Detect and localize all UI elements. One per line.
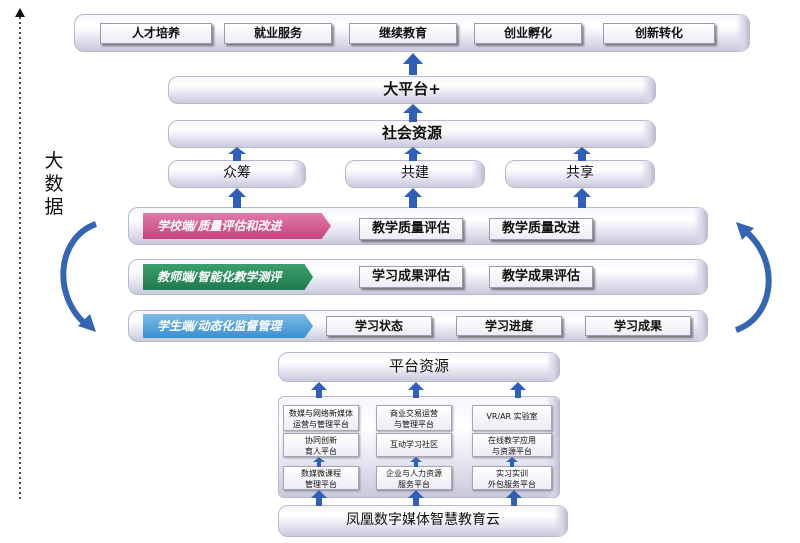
continuing-education-button[interactable]: 继续教育 [349, 23, 457, 44]
axis-arrowhead [15, 8, 25, 17]
teaching-quality-improvement-button[interactable]: 教学质量改进 [489, 218, 593, 240]
up-arrow-icon [506, 490, 522, 506]
up-arrow-icon [228, 188, 246, 208]
startup-incubation-button[interactable]: 创业孵化 [474, 23, 582, 44]
learning-outcome-evaluation-button[interactable]: 学习成果评估 [359, 266, 463, 288]
social-resources-bar [168, 120, 656, 148]
pillar-sharing [505, 160, 655, 188]
platform-resources-bar [278, 352, 560, 382]
school-row-tag: 学校端/质量评估和改进 [143, 213, 331, 239]
up-arrow-icon [311, 382, 327, 398]
resource-box: 在线教学应用 与资源平台 [472, 433, 552, 457]
resource-box: 数媒微课程 管理平台 [283, 466, 359, 490]
platform-plus-label: 大平台+ [383, 80, 441, 98]
big-data-label: 大 数 据 [42, 150, 66, 219]
pillar-co-building-label: 共建 [401, 165, 429, 181]
teaching-outcome-evaluation-button[interactable]: 教学成果评估 [489, 266, 593, 288]
resource-box: 协同创新 育人平台 [283, 433, 359, 457]
learning-status-button[interactable]: 学习状态 [326, 316, 432, 336]
up-arrow-icon [403, 104, 423, 122]
teacher-row-tag: 教师端/智能化教学测评 [143, 264, 313, 290]
base-cloud-bar [278, 505, 568, 537]
big-data-char: 大 [44, 150, 64, 172]
up-arrow-icon [410, 457, 422, 467]
up-arrow-icon [403, 53, 423, 75]
up-arrow-icon [506, 457, 518, 467]
resource-box: 商业交易运营 与管理平台 [376, 405, 452, 431]
base-cloud-label: 凤凰数字媒体智慧教育云 [346, 512, 500, 528]
social-resources-label: 社会资源 [381, 124, 442, 142]
employment-service-button[interactable]: 就业服务 [224, 23, 332, 44]
platform-plus-bar [168, 76, 656, 104]
big-data-char: 数 [44, 173, 64, 195]
innovation-transfer-button[interactable]: 创新转化 [603, 23, 715, 44]
up-arrow-icon [228, 147, 246, 161]
cycle-arrow-right-icon [734, 222, 772, 333]
up-arrow-icon [408, 490, 424, 506]
pillar-sharing-label: 共享 [566, 165, 594, 181]
talent-training-button[interactable]: 人才培养 [100, 23, 212, 44]
platform-resources-label: 平台资源 [388, 357, 449, 375]
teaching-quality-evaluation-button[interactable]: 教学质量评估 [359, 218, 463, 240]
learning-results-button[interactable]: 学习成果 [585, 316, 691, 336]
up-arrow-icon [573, 188, 591, 208]
pillar-crowdfunding-label: 众筹 [223, 165, 251, 181]
up-arrow-icon [404, 188, 422, 208]
up-arrow-icon [404, 147, 422, 161]
up-arrow-icon [311, 490, 327, 506]
resource-box: 数媒与网络新媒体 运营与管理平台 [283, 405, 359, 431]
learning-progress-button[interactable]: 学习进度 [456, 316, 562, 336]
up-arrow-icon [408, 382, 424, 398]
student-row-tag: 学生端/动态化监督管理 [143, 314, 313, 338]
big-data-axis [15, 8, 25, 500]
resource-box: 互动学习社区 [376, 433, 452, 457]
cycle-arrow-left-icon [60, 221, 98, 332]
resource-box: 实习实训 外包服务平台 [472, 466, 552, 490]
resource-box: 企业与人力资源 服务平台 [376, 466, 452, 490]
big-data-char: 据 [44, 196, 64, 218]
up-arrow-icon [573, 147, 591, 161]
up-arrow-icon [313, 457, 325, 467]
up-arrow-icon [510, 382, 526, 398]
pillar-co-building [345, 160, 485, 188]
resource-box: VR/AR 实验室 [472, 405, 552, 431]
